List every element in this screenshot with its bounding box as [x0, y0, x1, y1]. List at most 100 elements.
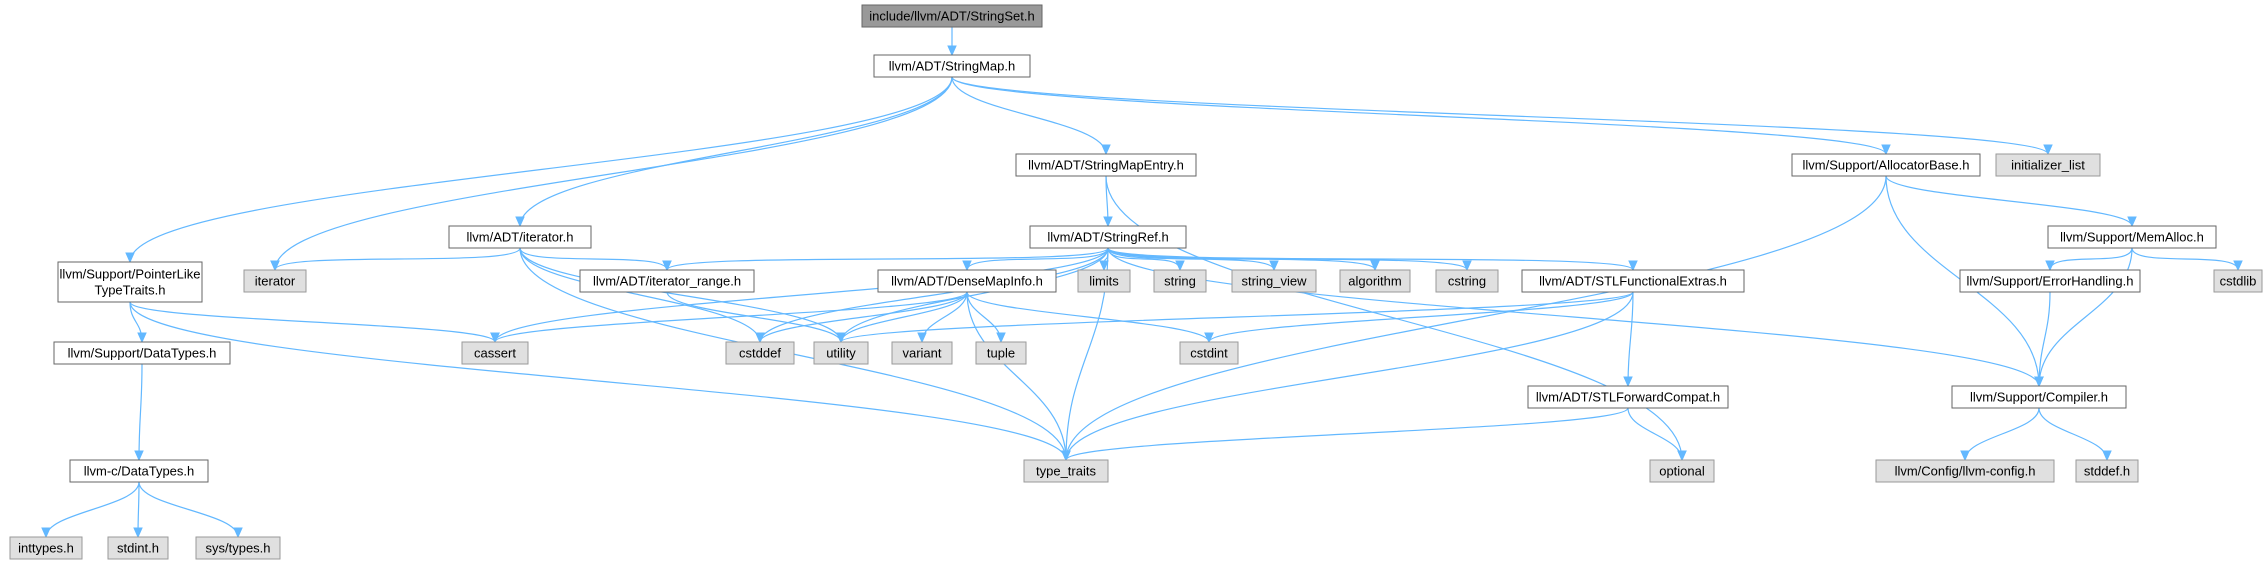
node-stlfunctional[interactable]: llvm/ADT/STLFunctionalExtras.h	[1521, 269, 1745, 293]
node-box	[1435, 269, 1499, 293]
edge-line	[666, 291, 842, 343]
edge-line	[966, 247, 1109, 271]
node-box	[1791, 153, 1981, 177]
node-allocatorbase[interactable]: llvm/Support/AllocatorBase.h	[1791, 153, 1981, 177]
node-box	[1527, 385, 1729, 409]
node-label: tuple	[987, 346, 1015, 361]
node-errorhandling[interactable]: llvm/Support/ErrorHandling.h	[1959, 269, 2141, 293]
edge-allocatorbase-to-type-traits	[1061, 175, 1887, 462]
node-box	[1951, 385, 2127, 409]
edge-stringmap-to-iterator-h	[515, 76, 953, 228]
edge-compiler-to-llvm-config	[1960, 407, 2040, 462]
edge-line	[2049, 247, 2133, 271]
node-label: algorithm	[1348, 274, 1401, 289]
edge-stringref-to-cstddef	[755, 247, 1109, 344]
node-stringmap[interactable]: llvm/ADT/StringMap.h	[873, 54, 1031, 78]
edge-line	[129, 301, 496, 343]
arrowhead-icon	[1101, 144, 1111, 156]
node-label: cstddef	[739, 346, 781, 361]
node-llvm-config: llvm/Config/llvm-config.h	[1875, 459, 2055, 483]
node-label: TypeTraits.h	[94, 283, 165, 298]
node-label: inttypes.h	[18, 541, 74, 556]
node-stringmapentry[interactable]: llvm/ADT/StringMapEntry.h	[1015, 153, 1197, 177]
node-label: include/llvm/ADT/StringSet.h	[869, 9, 1034, 24]
node-compiler[interactable]: llvm/Support/Compiler.h	[1951, 385, 2127, 409]
edge-densemapinfo-to-tuple	[966, 291, 1006, 344]
edge-stringref-to-iterator-range	[662, 247, 1109, 272]
arrowhead-icon	[1061, 450, 1071, 462]
edge-densemapinfo-to-cstddef	[755, 291, 968, 344]
arrowhead-icon	[1881, 144, 1891, 156]
node-stringset[interactable]: include/llvm/ADT/StringSet.h	[861, 4, 1043, 28]
arrowhead-icon	[1370, 260, 1380, 272]
node-label: llvm/ADT/STLFunctionalExtras.h	[1539, 274, 1727, 289]
edge-line	[274, 247, 521, 271]
edge-stringmap-to-iterator	[270, 76, 953, 272]
node-label: utility	[826, 346, 856, 361]
edge-line	[2038, 291, 2051, 387]
node-box	[975, 341, 1027, 365]
edge-stlforward-to-optional	[1627, 407, 1687, 462]
node-box	[195, 536, 281, 560]
node-label: llvm/Support/MemAlloc.h	[2060, 230, 2204, 245]
header-nodes: include/llvm/ADT/StringSet.h llvm/ADT/Str…	[9, 4, 2263, 560]
node-densemapinfo[interactable]: llvm/ADT/DenseMapInfo.h	[877, 269, 1057, 293]
edge-line	[2038, 247, 2133, 387]
node-cstdint: cstdint	[1179, 341, 1239, 365]
node-datatypes-c[interactable]: llvm-c/DataTypes.h	[69, 459, 209, 483]
arrowhead-icon	[2045, 260, 2055, 272]
arrowhead-icon	[137, 332, 147, 344]
arrowhead-icon	[1269, 260, 1279, 272]
node-cassert: cassert	[461, 341, 529, 365]
node-label: variant	[902, 346, 941, 361]
node-box	[69, 459, 209, 483]
arrowhead-icon	[836, 332, 846, 344]
node-datatypes-support[interactable]: llvm/Support/DataTypes.h	[53, 341, 231, 365]
arrowhead-icon	[1103, 216, 1113, 228]
edge-line	[951, 76, 2049, 155]
edge-line	[519, 76, 953, 227]
node-box	[57, 261, 203, 303]
node-label: stddef.h	[2084, 464, 2130, 479]
node-box	[813, 341, 869, 365]
edge-iterator-h-to-iterator	[270, 247, 521, 272]
edge-errorhandling-to-compiler	[2034, 291, 2051, 388]
node-cstdlib: cstdlib	[2213, 269, 2263, 293]
node-box	[1153, 269, 1207, 293]
edge-stlfunctional-to-cstdint	[1204, 291, 1634, 344]
node-label: string_view	[1241, 274, 1307, 289]
edge-line	[966, 291, 1210, 343]
arrowhead-icon	[133, 527, 143, 539]
edge-stlfunctional-to-type-traits	[1061, 291, 1634, 462]
node-inttypes-h: inttypes.h	[9, 536, 83, 560]
node-stlforward[interactable]: llvm/ADT/STLForwardCompat.h	[1527, 385, 1729, 409]
arrowhead-icon	[1175, 260, 1185, 272]
edge-line	[1627, 291, 1634, 387]
node-label: llvm/ADT/DenseMapInfo.h	[891, 274, 1043, 289]
node-box	[1875, 459, 2055, 483]
node-box	[861, 4, 1043, 28]
node-label: type_traits	[1036, 464, 1096, 479]
node-iterator-range[interactable]: llvm/ADT/iterator_range.h	[579, 269, 755, 293]
node-iterator: iterator	[243, 269, 307, 293]
arrowhead-icon	[1677, 450, 1687, 462]
edge-stringmap-to-stringmapentry	[951, 76, 1111, 156]
edge-stringmap-to-allocatorbase	[951, 76, 1891, 156]
edge-line	[2131, 247, 2239, 271]
node-box	[877, 269, 1057, 293]
node-label: llvm/Support/AllocatorBase.h	[1803, 158, 1970, 173]
edge-memalloc-to-cstdlib	[2131, 247, 2243, 272]
node-type-traits: type_traits	[1023, 459, 1109, 483]
node-stringref[interactable]: llvm/ADT/StringRef.h	[1029, 225, 1187, 249]
edge-line	[129, 301, 1067, 461]
edge-stringref-to-cassert	[490, 247, 1109, 344]
node-box	[873, 54, 1031, 78]
node-memalloc[interactable]: llvm/Support/MemAlloc.h	[2047, 225, 2217, 249]
arrowhead-icon	[270, 260, 280, 272]
node-tuple: tuple	[975, 341, 1027, 365]
node-label: iterator	[255, 274, 296, 289]
node-box	[1179, 341, 1239, 365]
node-iterator-h[interactable]: llvm/ADT/iterator.h	[448, 225, 592, 249]
node-variant: variant	[891, 341, 953, 365]
